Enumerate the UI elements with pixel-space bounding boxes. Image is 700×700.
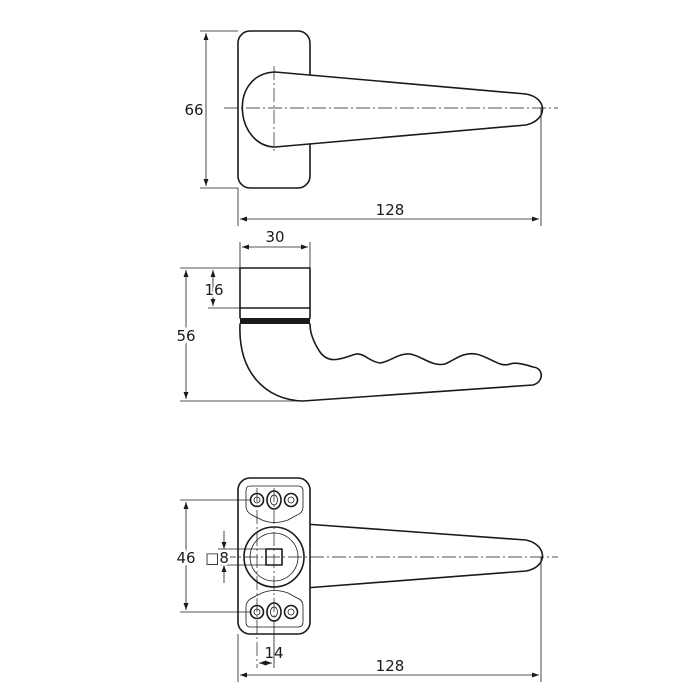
side-rosette: [239, 267, 311, 309]
top-view: 66 128: [184, 30, 558, 226]
top-dim-66: 66: [184, 101, 203, 119]
side-lever: [239, 323, 543, 402]
front-rosette-inner-lower: [245, 590, 304, 628]
screw-hole-lower-right-inner: [287, 608, 295, 616]
front-dim-square: □8: [205, 549, 229, 567]
side-view: 30 16 56: [174, 228, 543, 402]
screw-hole-upper-right-inner: [287, 496, 295, 504]
front-dim-14: 14: [264, 644, 283, 662]
front-view: 46 □8 14 128: [174, 477, 558, 682]
front-dim-46: 46: [176, 549, 195, 567]
top-lever: [241, 71, 544, 148]
side-dim-30: 30: [265, 228, 284, 246]
side-dim-16: 16: [204, 281, 223, 299]
top-dim-128: 128: [376, 201, 405, 219]
screw-hole-lower-right: [283, 604, 299, 620]
screw-hole-upper-right: [283, 492, 299, 508]
front-lever: [304, 523, 544, 589]
front-rosette-inner: [245, 485, 304, 523]
front-dim-128: 128: [376, 657, 405, 675]
side-band: [240, 318, 310, 324]
side-dim-56: 56: [176, 327, 195, 345]
